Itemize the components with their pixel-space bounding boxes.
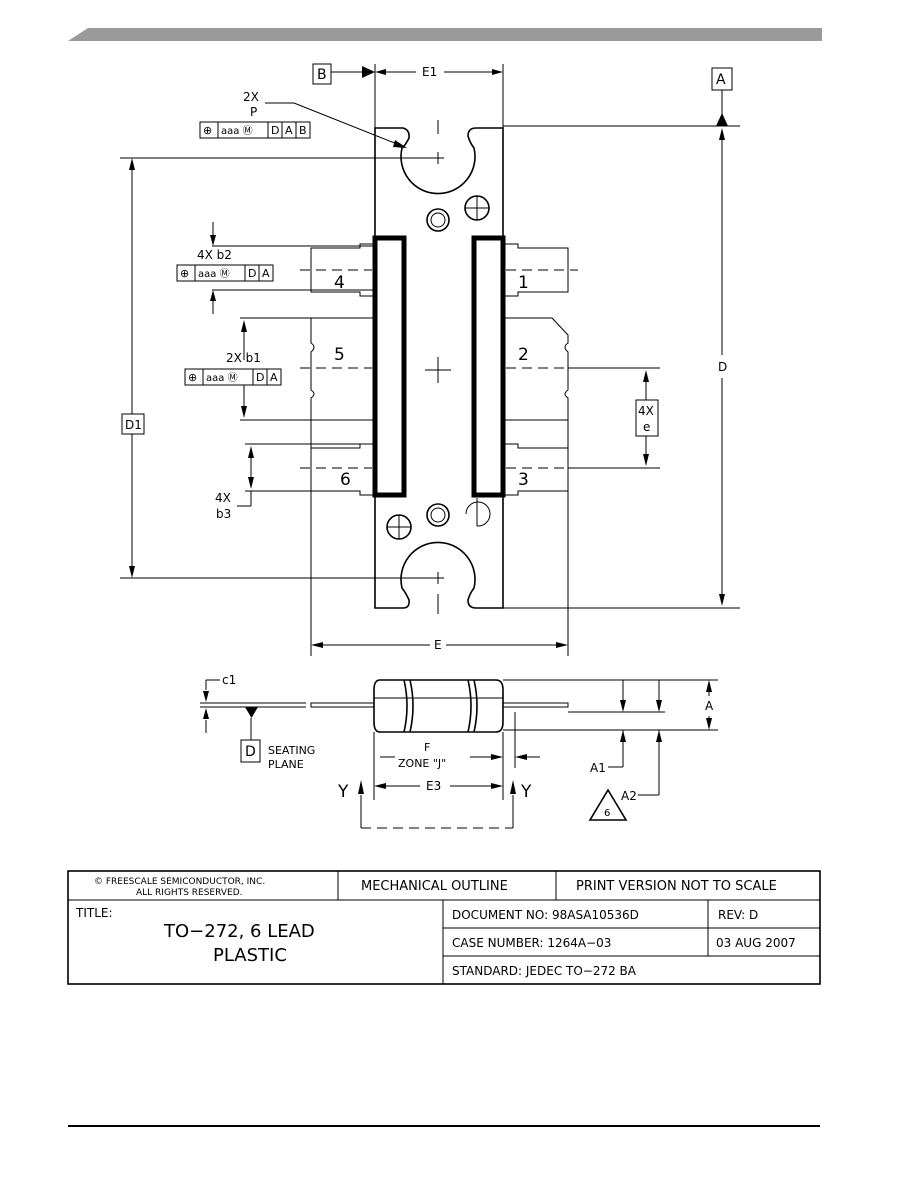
note-6-triangle <box>588 788 628 821</box>
position-symbol: ⊕ <box>203 124 212 137</box>
b3-label: b3 <box>216 507 231 521</box>
y-right: Y <box>520 782 532 802</box>
plane-label: PLANE <box>268 758 304 771</box>
datum-ref-a: A <box>262 267 270 280</box>
copyright-line1: © FREESCALE SEMICONDUCTOR, INC. <box>94 877 265 887</box>
left-lead-strip <box>374 237 405 496</box>
copyright-line2: ALL RIGHTS RESERVED. <box>136 888 243 898</box>
title-line1: TO−272, 6 LEAD <box>163 921 315 942</box>
pin-5-label: 5 <box>334 345 345 365</box>
d-label: D <box>718 360 727 374</box>
y-left: Y <box>337 782 349 802</box>
p-qty: 2X <box>243 90 259 104</box>
e1-label: E1 <box>422 65 437 79</box>
b2-feature-frame: ⊕ aaa Ⓜ D A <box>176 264 274 282</box>
datum-ref-d: D <box>248 267 256 280</box>
p-label: P <box>250 105 257 119</box>
datum-ref-d: D <box>271 124 279 137</box>
b2-callout: 4X b2 <box>197 248 232 262</box>
datum-ref-a: A <box>270 371 278 384</box>
pin1-indicator <box>465 501 491 527</box>
b1-feature-frame: ⊕ aaa Ⓜ D A <box>184 368 282 386</box>
outline-label: MECHANICAL OUTLINE <box>361 879 508 894</box>
pin-3-label: 3 <box>518 470 529 490</box>
document-number: DOCUMENT NO: 98ASA10536D <box>452 908 639 922</box>
b1-callout: 2X b1 <box>226 351 261 365</box>
d1-label: D1 <box>125 418 142 432</box>
a1-label: A1 <box>590 761 606 775</box>
seating-label: SEATING <box>268 744 315 757</box>
small-hole-bottom <box>426 503 450 527</box>
e3-label: E3 <box>426 779 441 793</box>
position-symbol: ⊕ <box>188 371 197 384</box>
datum-ref-b: B <box>299 124 307 137</box>
e-pitch-label: e <box>643 420 650 434</box>
title-block: © FREESCALE SEMICONDUCTOR, INC. ALL RIGH… <box>67 870 821 985</box>
a-label: A <box>705 699 714 713</box>
right-leads <box>503 243 578 496</box>
small-hole-top <box>426 208 450 232</box>
pin-4-label: 4 <box>334 273 345 293</box>
tolerance-value: aaa Ⓜ <box>198 268 230 280</box>
case-number: CASE NUMBER: 1264A−03 <box>452 936 611 950</box>
flange-outline <box>374 127 504 609</box>
e-pitch-qty: 4X <box>638 404 654 418</box>
side-view: c1 D SEATING PLANE A A2 A1 6 <box>200 673 718 829</box>
datum-d: D <box>245 744 256 760</box>
note-6-label: 6 <box>604 808 610 819</box>
datum-ref-a: A <box>285 124 293 137</box>
pin-6-label: 6 <box>340 470 351 490</box>
f-label: F <box>424 741 430 754</box>
top-view: 4 5 6 1 2 3 E1 B A D <box>120 63 740 656</box>
title-label: TITLE: <box>75 906 113 920</box>
pin-1-label: 1 <box>518 273 529 293</box>
datum-ref-d: D <box>256 371 264 384</box>
pin-2-label: 2 <box>518 345 529 365</box>
date: 03 AUG 2007 <box>716 936 796 950</box>
zone-j-label: ZONE "J" <box>398 757 446 770</box>
a2-label: A2 <box>621 789 637 803</box>
title-line2: PLASTIC <box>213 945 287 966</box>
tolerance-value: aaa Ⓜ <box>221 125 253 137</box>
standard: STANDARD: JEDEC TO−272 BA <box>452 964 637 978</box>
revision: REV: D <box>718 908 758 922</box>
right-lead-strip <box>473 237 504 496</box>
tolerance-value: aaa Ⓜ <box>206 372 238 384</box>
header-bar <box>68 28 822 41</box>
print-version-label: PRINT VERSION NOT TO SCALE <box>576 879 777 894</box>
e-label: E <box>434 638 442 652</box>
b3-qty: 4X <box>215 491 231 505</box>
position-symbol: ⊕ <box>180 267 189 280</box>
p-feature-frame: ⊕ aaa Ⓜ D A B <box>199 121 311 139</box>
datum-b: B <box>317 67 327 83</box>
datum-a: A <box>716 72 726 88</box>
c1-label: c1 <box>222 673 236 687</box>
